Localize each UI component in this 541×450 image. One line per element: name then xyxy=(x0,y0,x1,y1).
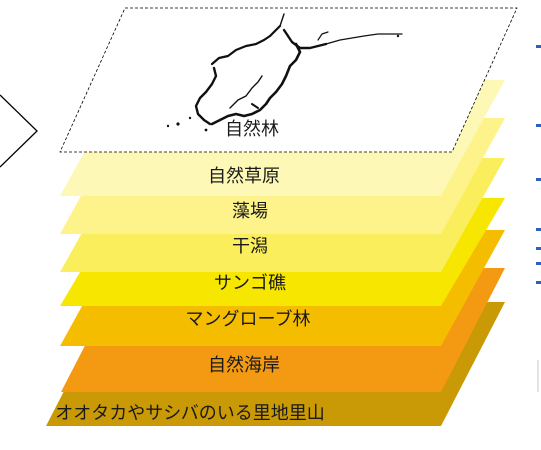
japan-map-icon xyxy=(166,13,403,132)
chevron-right-icon xyxy=(0,94,38,168)
blue-dash-marker xyxy=(536,124,541,127)
blue-dash-markers xyxy=(536,45,541,284)
blue-dash-marker xyxy=(536,262,541,265)
layer-label-natural-grassland: 自然草原 xyxy=(208,166,280,187)
layer-natural-forest-shape xyxy=(59,7,518,153)
blue-dash-marker xyxy=(536,281,541,284)
blue-dash-marker xyxy=(536,178,541,181)
layer-label-natural-forest: 自然林 xyxy=(225,119,279,140)
blue-dash-marker xyxy=(536,247,541,250)
layer-label-tidal-flat: 干潟 xyxy=(232,236,268,257)
blue-dash-marker xyxy=(536,228,541,231)
blue-dash-marker xyxy=(536,45,541,48)
layer-label-mangrove-forest: マングローブ林 xyxy=(186,308,311,330)
layer-label-seaweed-bed: 藻場 xyxy=(232,201,268,222)
layer-label-coral-reef: サンゴ礁 xyxy=(214,273,286,294)
layer-label-satoyama: オオタカやサシバのいる里地里山 xyxy=(55,403,324,424)
layer-label-natural-coast: 自然海岸 xyxy=(208,355,280,376)
